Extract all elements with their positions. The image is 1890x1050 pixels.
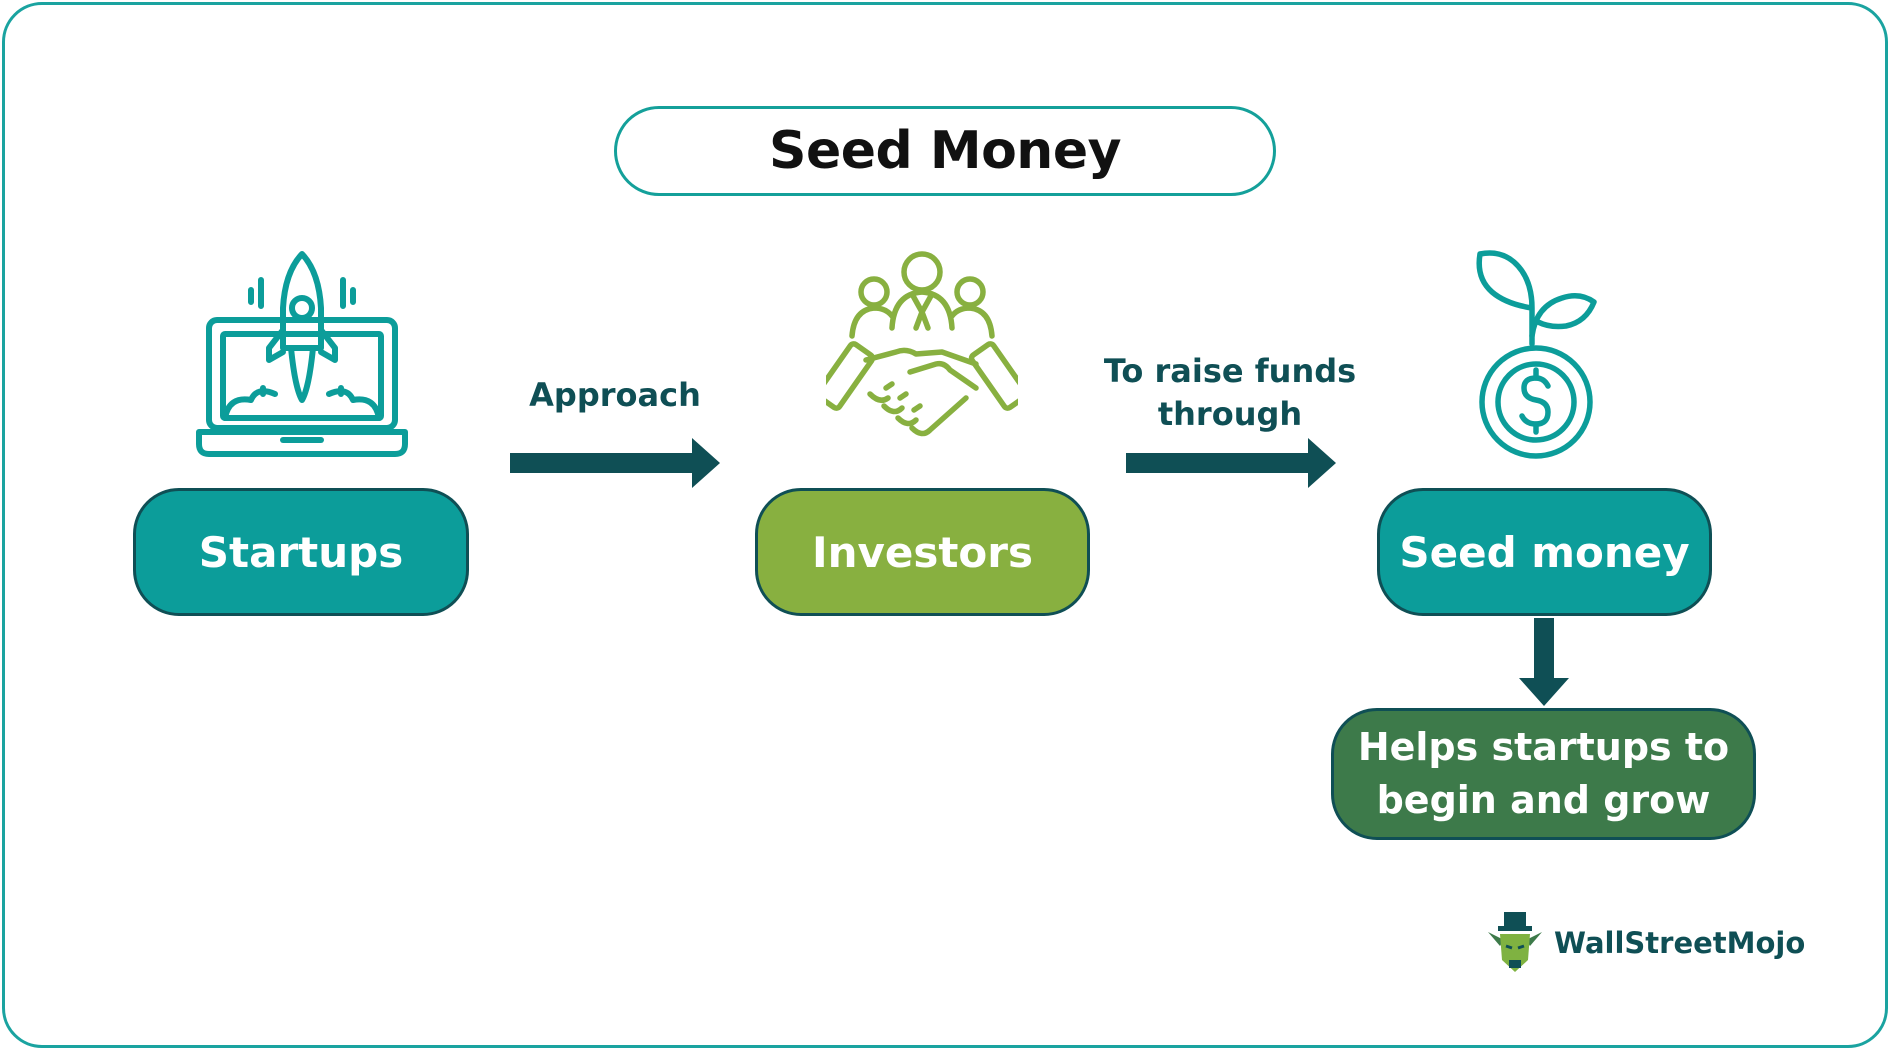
brand-name: WallStreetMojo <box>1554 926 1806 960</box>
wallstreetmojo-logo-icon <box>1488 912 1542 972</box>
edge-label-raise-funds: To raise funds through <box>1103 352 1357 433</box>
node-helps-startups: Helps startups to begin and grow <box>1331 708 1756 840</box>
arrow-down <box>1519 618 1569 706</box>
node-investors: Investors <box>755 488 1090 616</box>
arrow-approach <box>510 438 720 488</box>
brand-logo: WallStreetMojo <box>1482 910 1805 976</box>
node-startups: Startups <box>133 488 469 616</box>
coin-sprout-icon <box>1476 250 1597 459</box>
laptop-rocket-icon <box>196 251 408 457</box>
node-seed-money: Seed money <box>1377 488 1712 616</box>
diagram-title: Seed Money <box>614 106 1276 196</box>
handshake-group-icon <box>826 251 1018 437</box>
edge-label-approach: Approach <box>529 376 701 414</box>
arrow-raise-funds <box>1126 438 1336 488</box>
